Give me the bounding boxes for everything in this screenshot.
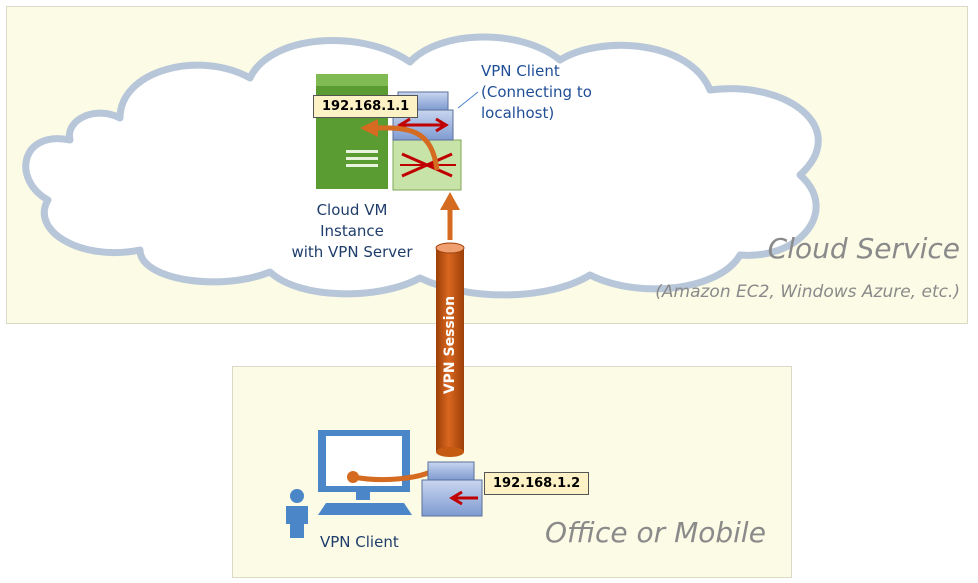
local-vpn-client-device-icon [421, 461, 483, 517]
callout-line [457, 91, 479, 109]
vpn-session-label: VPN Session [442, 295, 458, 395]
vm-ip-address: 192.168.1.1 [313, 95, 419, 118]
cloud-vm-label: Cloud VM Instance with VPN Server [286, 200, 418, 263]
cloud-vpn-client-label-line-1: VPN Client [481, 62, 560, 80]
arrow-to-vm-head [360, 119, 378, 137]
cloud-vm-label-line-2: Instance [320, 222, 384, 240]
local-vpn-client-label: VPN Client [320, 533, 399, 551]
cloud-service-subtitle: (Amazon EC2, Windows Azure, etc.) [655, 282, 960, 302]
office-mobile-title: Office or Mobile [545, 516, 766, 549]
local-ip-address: 192.168.1.2 [484, 472, 590, 495]
vpn-session-tube [435, 242, 465, 457]
arrow-to-vm [374, 125, 440, 171]
cloud-vm-label-line-1: Cloud VM [316, 201, 388, 219]
cloud-service-title: Cloud Service [767, 232, 960, 265]
virtual-hub-icon [392, 139, 462, 191]
vpn-client-pc-icon [318, 430, 412, 515]
user-icon [286, 489, 308, 538]
cloud-vpn-client-label-line-3: localhost) [481, 104, 555, 122]
arrow-up-head [440, 192, 460, 210]
cloud-vm-label-line-3: with VPN Server [291, 243, 413, 261]
cloud-vpn-client-label: VPN Client (Connecting to localhost) [481, 61, 592, 124]
cloud-vpn-client-label-line-2: (Connecting to [481, 83, 592, 101]
